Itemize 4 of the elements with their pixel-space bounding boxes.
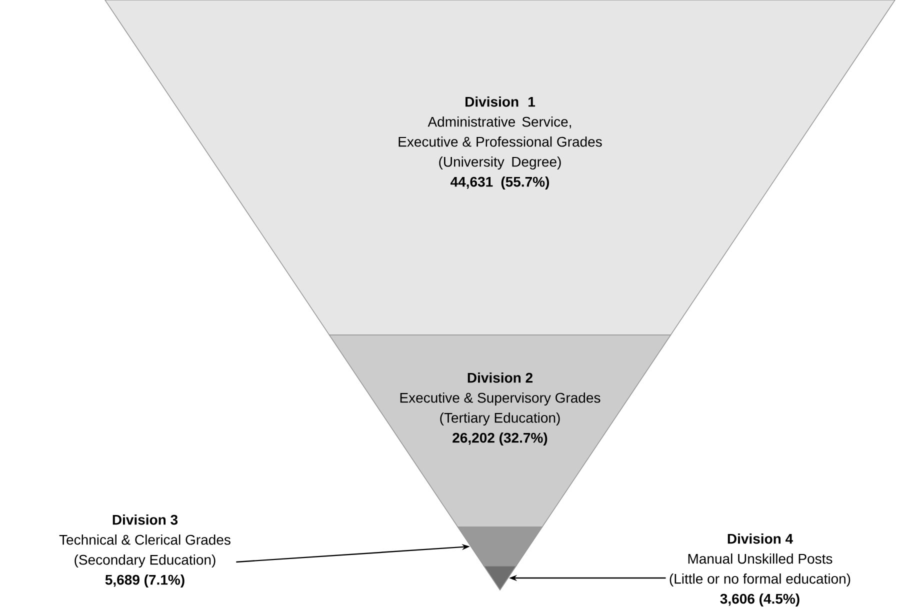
- callout-text: Division 4 Manual Unskilled Posts (Little or no formal education) 3,606 (4.5%): [670, 533, 850, 607]
- callout-text: Division 3 Technical & Clerical Grades (Secondary Education) 5,689 (7.1%): [59, 514, 230, 588]
- funnel-band: Division 2 Executive & Supervisory Grades (Tertiary Education) 26,202 (32.7%): [328, 334, 672, 528]
- funnel-band: [457, 526, 543, 566]
